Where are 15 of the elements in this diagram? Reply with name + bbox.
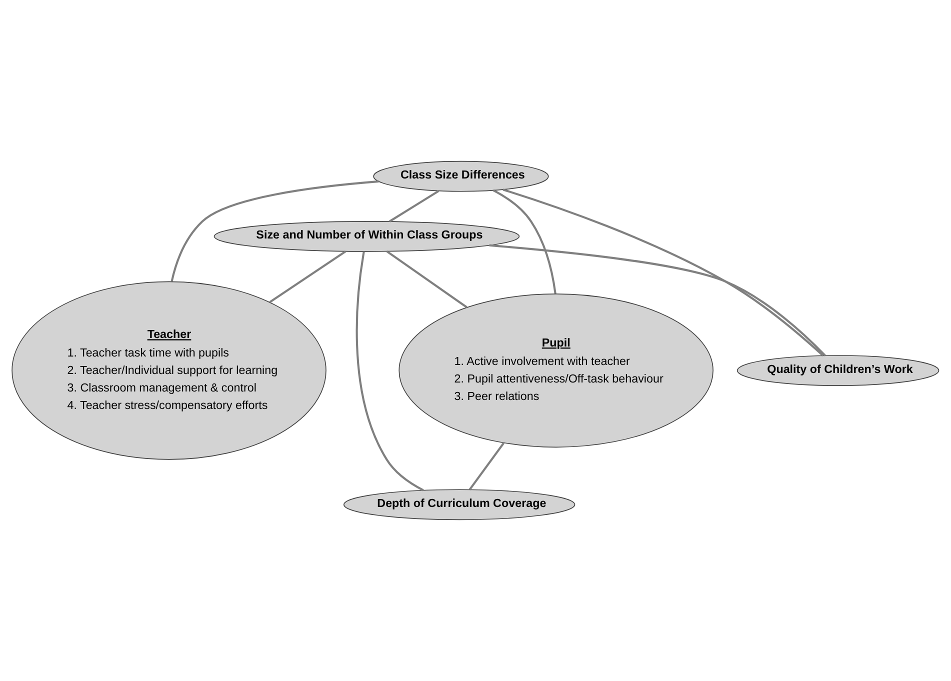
node-ellipse: Pupil 1. Active involvement with teacher 2. Pupil attentiveness/Off-task behaviour 3. Peer relations xyxy=(398,294,714,448)
node-ellipse: Class Size Differences xyxy=(373,160,549,192)
connector xyxy=(389,190,440,222)
node-ellipse: Size and Number of Within Class Groups xyxy=(214,220,520,252)
connector xyxy=(468,442,505,490)
node-ellipse: Teacher 1. Teacher task time with pupils 2. Teacher/Individual support for learning 3. Classroom management & control 4. Teacher stress/compensatory efforts xyxy=(12,281,326,460)
connector xyxy=(489,244,826,356)
connector xyxy=(356,251,424,492)
node-ellipse: Depth of Curriculum Coverage xyxy=(343,489,576,520)
node-ellipse: Quality of Children’s Work xyxy=(736,355,940,386)
connector xyxy=(386,250,468,308)
connector xyxy=(269,250,346,304)
connector xyxy=(492,189,556,294)
connector xyxy=(170,180,379,282)
connector xyxy=(502,188,824,356)
